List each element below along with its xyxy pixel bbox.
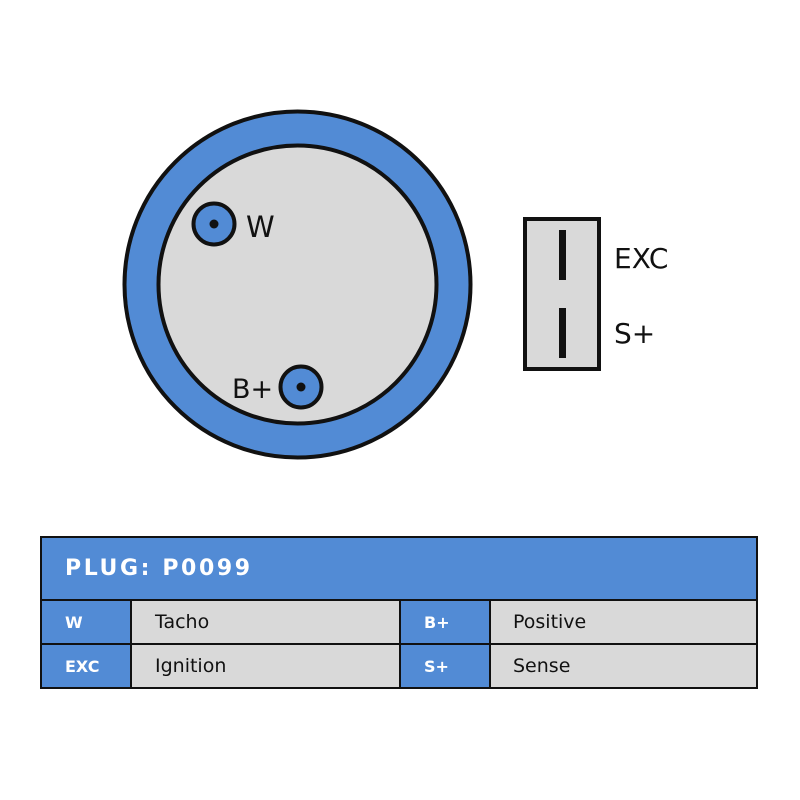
plug-title: PLUG: P0099 bbox=[65, 556, 253, 581]
pin-code-cell: B+ bbox=[401, 601, 489, 643]
s-plus-pin-label: S+ bbox=[614, 317, 655, 350]
w-terminal-label: W bbox=[246, 210, 275, 244]
b-plus-terminal: B+ bbox=[232, 364, 324, 410]
exc-pin-label: EXC bbox=[614, 242, 668, 275]
pin-code-cell: S+ bbox=[401, 645, 489, 687]
pin-code-cell: W bbox=[42, 601, 130, 643]
round-plug: W B+ bbox=[122, 109, 473, 460]
pin-function-cell: Sense bbox=[491, 645, 756, 687]
b-plus-terminal-dot-icon bbox=[296, 382, 306, 392]
w-terminal-dot-icon bbox=[209, 219, 219, 229]
b-plus-terminal-label: B+ bbox=[232, 374, 273, 405]
pin-function-cell: Positive bbox=[491, 601, 756, 643]
table-row: W Tacho B+ Positive bbox=[42, 601, 756, 643]
pin-function-cell: Tacho bbox=[132, 601, 399, 643]
plug-table: PLUG: P0099 W Tacho B+ Positive EXC Igni… bbox=[40, 536, 758, 689]
rect-plug: EXC S+ bbox=[523, 217, 668, 371]
table-row: EXC Ignition S+ Sense bbox=[42, 645, 756, 687]
pin-function-cell: Ignition bbox=[132, 645, 399, 687]
w-terminal: W bbox=[191, 201, 275, 247]
connector-diagram: W B+ EXC S+ bbox=[122, 109, 668, 460]
s-plus-pin-blade-icon bbox=[559, 308, 566, 358]
exc-pin-blade-icon bbox=[559, 230, 566, 280]
pin-code-cell: EXC bbox=[42, 645, 130, 687]
plug-table-header: PLUG: P0099 bbox=[42, 538, 756, 599]
